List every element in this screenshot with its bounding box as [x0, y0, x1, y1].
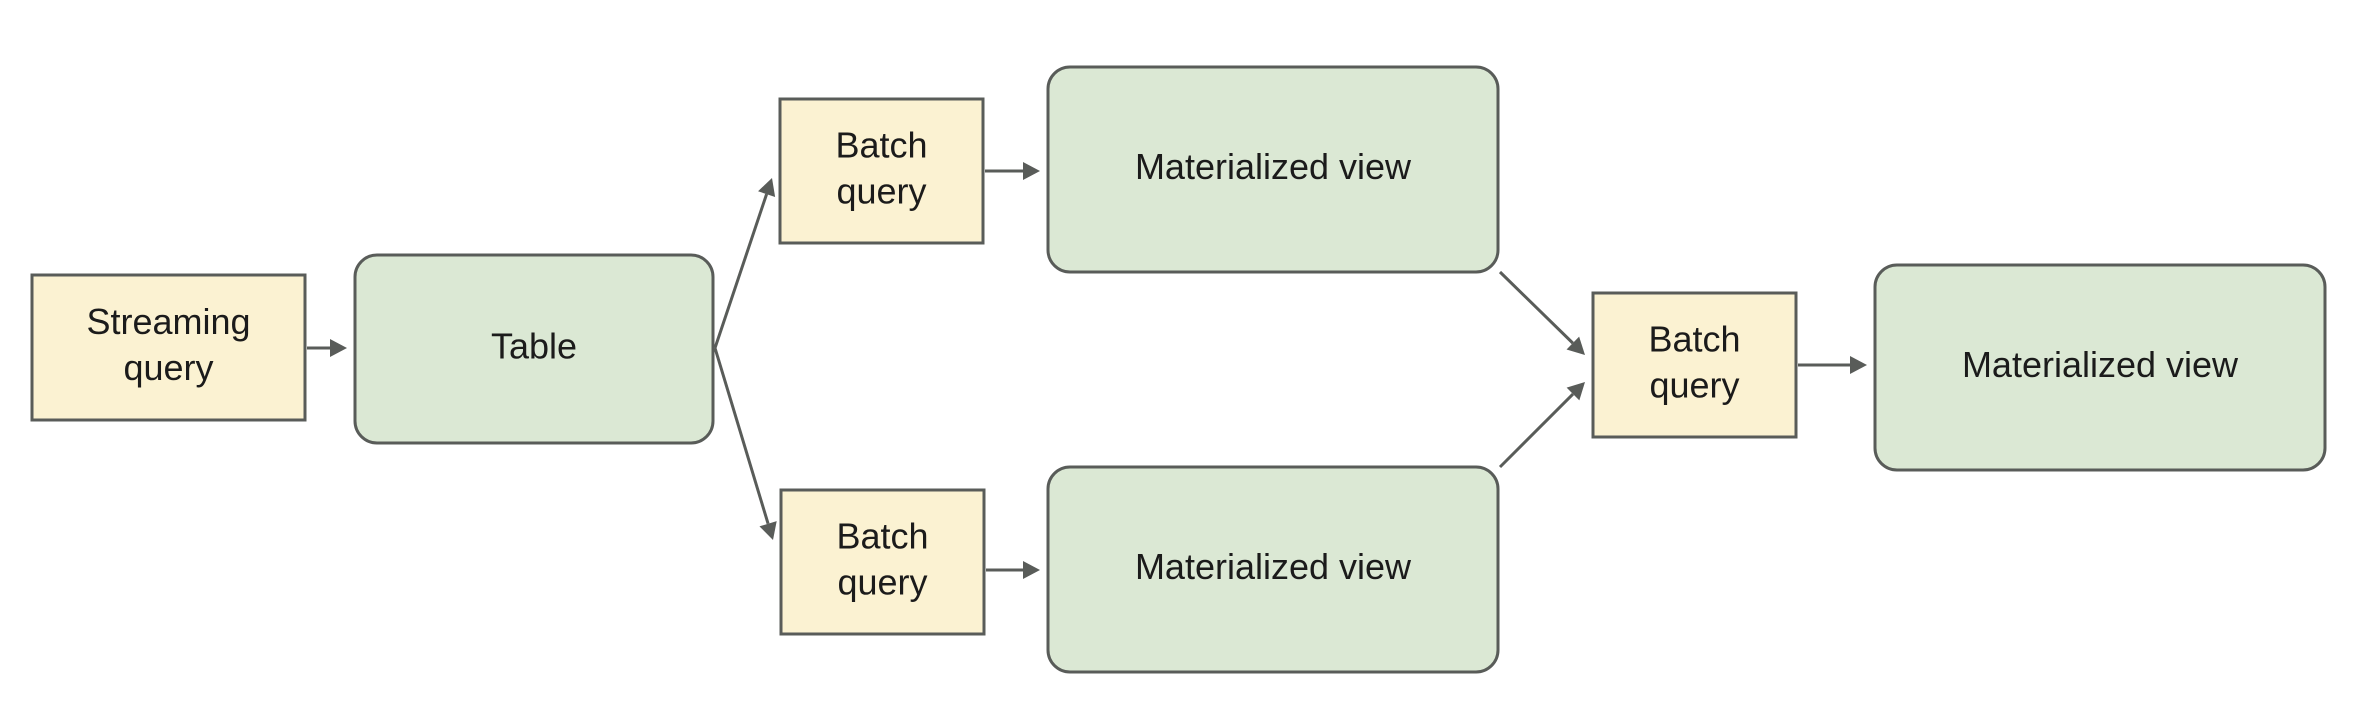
arrowhead-icon: [1023, 561, 1040, 579]
edge-batch-center-to-mv-right: [1798, 356, 1867, 374]
arrowhead-icon: [330, 339, 347, 357]
node-materialized-view-top[interactable]: Materialized view: [1046, 65, 1500, 274]
edge-line: [713, 347, 770, 525]
arrowhead-icon: [759, 521, 777, 540]
edge-streaming-to-table: [307, 339, 347, 357]
node-label: Streaming: [86, 301, 250, 342]
edge-mv-bottom-to-batch-center: [1498, 382, 1585, 469]
node-label: Batch: [835, 125, 927, 166]
edge-line: [1498, 270, 1574, 345]
edge-batch-bottom-to-mv-bottom: [986, 561, 1040, 579]
node-shape[interactable]: [778, 97, 985, 245]
node-shape[interactable]: [30, 273, 307, 422]
edge-table-to-batch-bottom: [713, 347, 777, 540]
node-materialized-view-right[interactable]: Materialized view: [1873, 263, 2327, 472]
edge-mv-top-to-batch-center: [1498, 270, 1585, 355]
node-label: query: [836, 171, 926, 212]
node-streaming-query[interactable]: Streaming query: [30, 273, 307, 422]
arrowhead-icon: [758, 178, 776, 197]
arrowhead-icon: [1566, 336, 1585, 355]
arrowhead-icon: [1023, 162, 1040, 180]
node-label: query: [1649, 365, 1739, 406]
node-label: query: [837, 562, 927, 603]
arrowhead-icon: [1850, 356, 1867, 374]
node-label: Batch: [1648, 319, 1740, 360]
node-shape[interactable]: [1873, 263, 2327, 472]
node-label: query: [123, 347, 213, 388]
node-label: Materialized view: [1135, 546, 1412, 587]
node-batch-query-center[interactable]: Batch query: [1591, 291, 1798, 439]
node-label: Batch: [836, 516, 928, 557]
node-table[interactable]: Table: [353, 253, 715, 445]
nodes-layer: StreamingqueryTableBatchqueryMaterialize…: [30, 65, 2327, 674]
node-shape[interactable]: [1046, 465, 1500, 674]
edges-layer: [307, 162, 1867, 579]
node-label: Materialized view: [1135, 146, 1412, 187]
node-shape[interactable]: [353, 253, 715, 445]
edge-batch-top-to-mv-top: [985, 162, 1040, 180]
node-shape[interactable]: [1046, 65, 1500, 274]
node-batch-query-top[interactable]: Batch query: [778, 97, 985, 245]
node-batch-query-bottom[interactable]: Batch query: [779, 488, 986, 636]
node-label: Materialized view: [1962, 344, 2239, 385]
node-shape[interactable]: [779, 488, 986, 636]
node-materialized-view-bottom[interactable]: Materialized view: [1046, 465, 1500, 674]
edge-table-to-batch-top: [713, 178, 776, 349]
edge-line: [713, 193, 769, 349]
node-label: Table: [491, 326, 577, 367]
arrowhead-icon: [1566, 382, 1585, 401]
edge-line: [1498, 392, 1575, 469]
node-shape[interactable]: [1591, 291, 1798, 439]
